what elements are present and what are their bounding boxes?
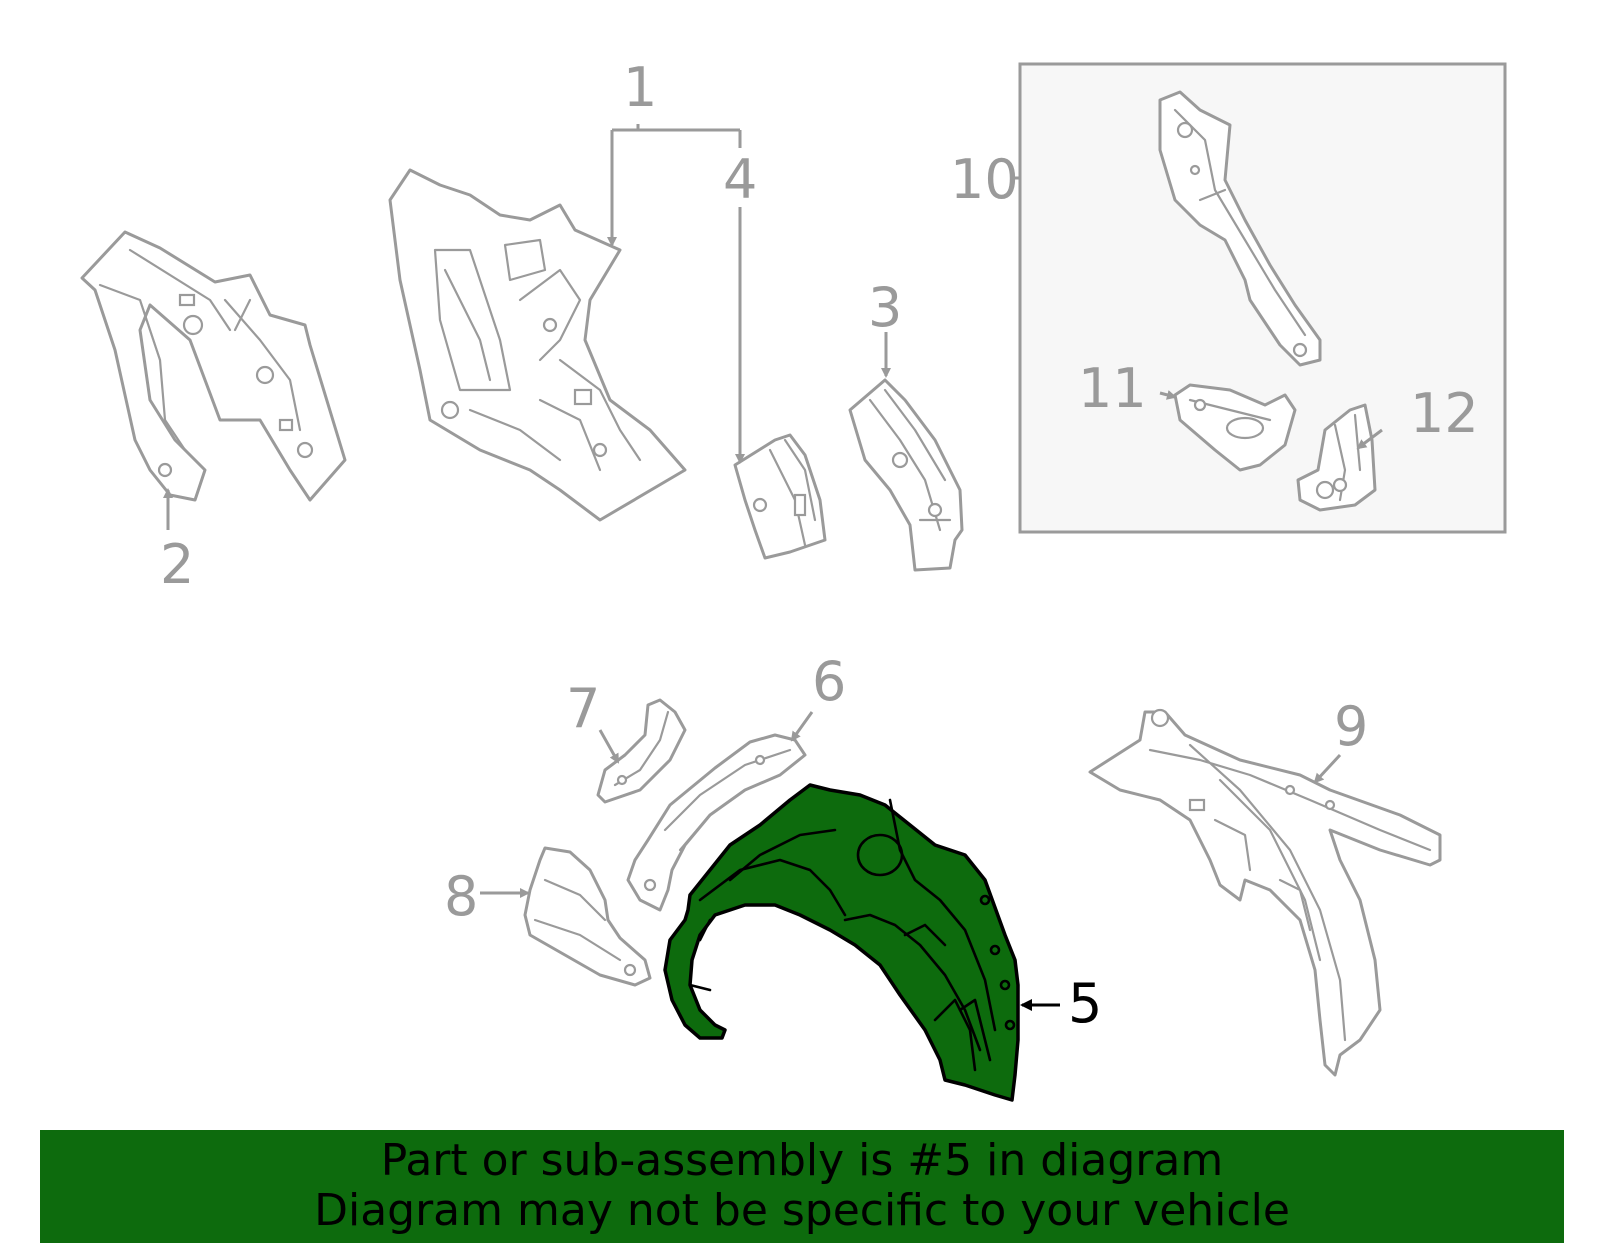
- banner-line-1: Part or sub-assembly is #5 in diagram: [380, 1135, 1224, 1186]
- part-9-drawing: [1088, 708, 1442, 1077]
- part-1-drawing: [388, 168, 687, 522]
- callout-10: 10: [950, 148, 1019, 211]
- banner-line-2: Diagram may not be specific to your vehi…: [314, 1185, 1290, 1236]
- callout-12: 12: [1410, 382, 1479, 445]
- callout-1: 1: [623, 56, 657, 119]
- part-11-drawing: [1173, 383, 1297, 472]
- callout-9: 9: [1334, 695, 1368, 758]
- callout-11: 11: [1078, 357, 1147, 420]
- part-7-drawing: [596, 698, 687, 804]
- part-4-drawing: [733, 433, 827, 560]
- part-5-highlighted: [663, 783, 1020, 1102]
- callout-7: 7: [566, 677, 600, 740]
- callout-8: 8: [444, 865, 478, 928]
- callout-4: 4: [723, 148, 757, 211]
- part-6-drawing: [626, 733, 807, 912]
- callout-6: 6: [812, 650, 846, 713]
- leader-lines: [163, 124, 1383, 1011]
- part-2-drawing: [80, 230, 347, 502]
- part-8-drawing: [523, 846, 652, 987]
- part-10-drawing: [1158, 90, 1322, 367]
- callout-5: 5: [1068, 972, 1102, 1035]
- info-banner: Part or sub-assembly is #5 in diagram Di…: [40, 1130, 1564, 1243]
- callout-3: 3: [868, 276, 902, 339]
- callout-2: 2: [160, 533, 194, 596]
- part-3-drawing: [848, 378, 964, 572]
